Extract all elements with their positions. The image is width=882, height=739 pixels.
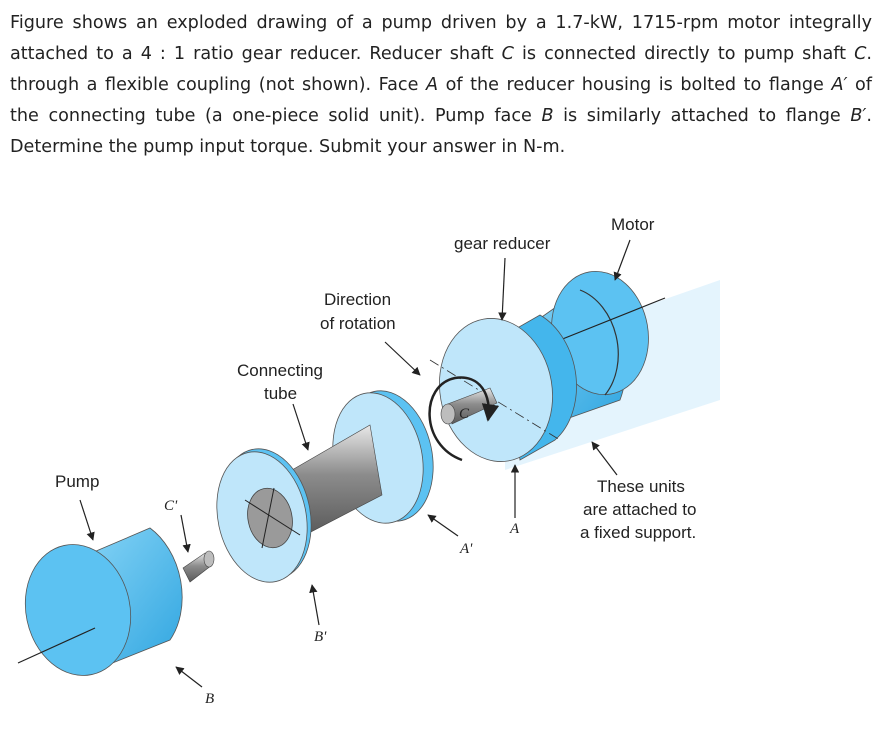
exploded-pump-figure: Motor gear reducer Direction of rotation…: [17, 215, 720, 707]
label-fixed-1: These units: [597, 477, 685, 496]
label-B-prime: B′: [850, 106, 867, 126]
label-shaft-C-prime: C': [164, 498, 178, 514]
gear-reducer: [439, 314, 577, 462]
reducer-shaft-C: [440, 387, 498, 425]
label-connecting-2: tube: [264, 384, 297, 403]
connecting-tube: [216, 390, 434, 583]
label-fixed-2: are attached to: [583, 500, 696, 519]
motor-axis: [559, 297, 666, 341]
label-flange-A-prime: A': [459, 541, 473, 557]
label-A-prime: A′: [831, 75, 848, 95]
rotation-arrow: [428, 376, 500, 462]
label-direction-2: of rotation: [320, 314, 396, 333]
label-gear-reducer: gear reducer: [454, 234, 551, 253]
label-pump: Pump: [55, 472, 99, 491]
label-flange-B-prime: B': [314, 629, 327, 645]
label-fixed-3: a fixed support.: [580, 523, 696, 542]
label-A: A: [425, 75, 439, 95]
label-C-text: C: [854, 44, 867, 64]
label-face-A: A: [509, 521, 520, 537]
label-shaft-C: C: [459, 406, 470, 422]
label-motor: Motor: [611, 215, 655, 234]
label-face-B: B: [205, 691, 214, 707]
problem-statement: Figure shows an exploded drawing of a pu…: [10, 13, 872, 157]
label-connecting-1: Connecting: [237, 361, 323, 380]
label-B: B: [541, 106, 554, 126]
pump: [17, 527, 215, 676]
label-direction-1: Direction: [324, 290, 391, 309]
label-C: C: [501, 44, 514, 64]
